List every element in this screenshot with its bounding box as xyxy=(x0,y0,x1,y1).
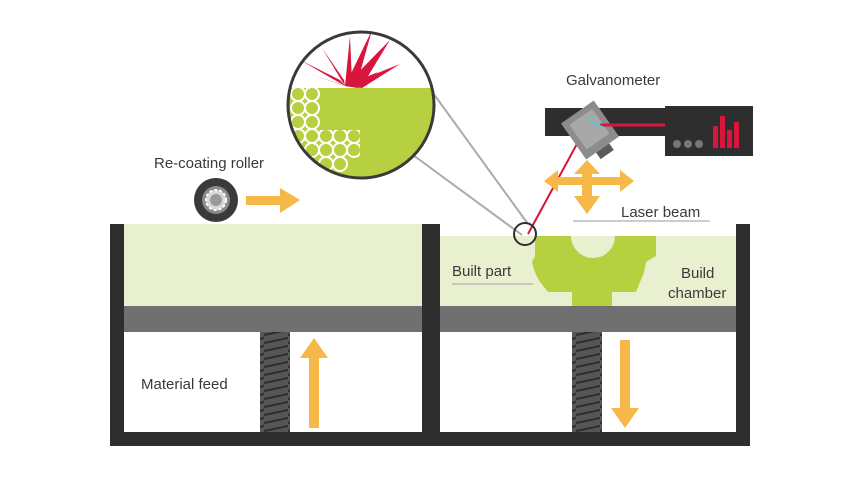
roller-icon xyxy=(194,178,238,222)
feed-powder xyxy=(123,224,427,306)
feed-platform xyxy=(123,306,427,332)
build-floor xyxy=(426,432,750,446)
feed-screw xyxy=(260,332,290,432)
zoom-line-lower xyxy=(412,154,523,236)
focus-spot xyxy=(513,222,537,246)
gear-icon xyxy=(532,236,656,306)
build-chamber xyxy=(426,224,750,446)
laser-burst xyxy=(300,32,400,88)
arrow-down xyxy=(611,340,639,428)
feed-wall-left xyxy=(110,224,124,446)
feed-chamber xyxy=(110,224,436,446)
build-platform xyxy=(440,306,736,332)
label-recoating-roller: Re-coating roller xyxy=(154,155,264,172)
label-chamber: chamber xyxy=(668,285,726,302)
roller-arrow xyxy=(246,188,300,213)
laser-controller-icon xyxy=(665,106,753,156)
feed-floor xyxy=(110,432,436,446)
zoom-line-upper xyxy=(419,74,529,225)
build-wall-right xyxy=(736,224,750,446)
galvo-mirror-icon xyxy=(545,100,685,160)
build-wall-left xyxy=(426,224,440,446)
zoom-circle xyxy=(286,30,436,180)
galvo-motion-arrows xyxy=(544,160,634,214)
label-galvanometer: Galvanometer xyxy=(566,72,660,89)
arrow-up xyxy=(300,338,328,428)
label-material-feed: Material feed xyxy=(141,376,228,393)
label-build: Build xyxy=(681,265,714,282)
label-laser-beam: Laser beam xyxy=(621,204,700,221)
label-built-part: Built part xyxy=(452,263,512,280)
build-screw xyxy=(572,332,602,432)
